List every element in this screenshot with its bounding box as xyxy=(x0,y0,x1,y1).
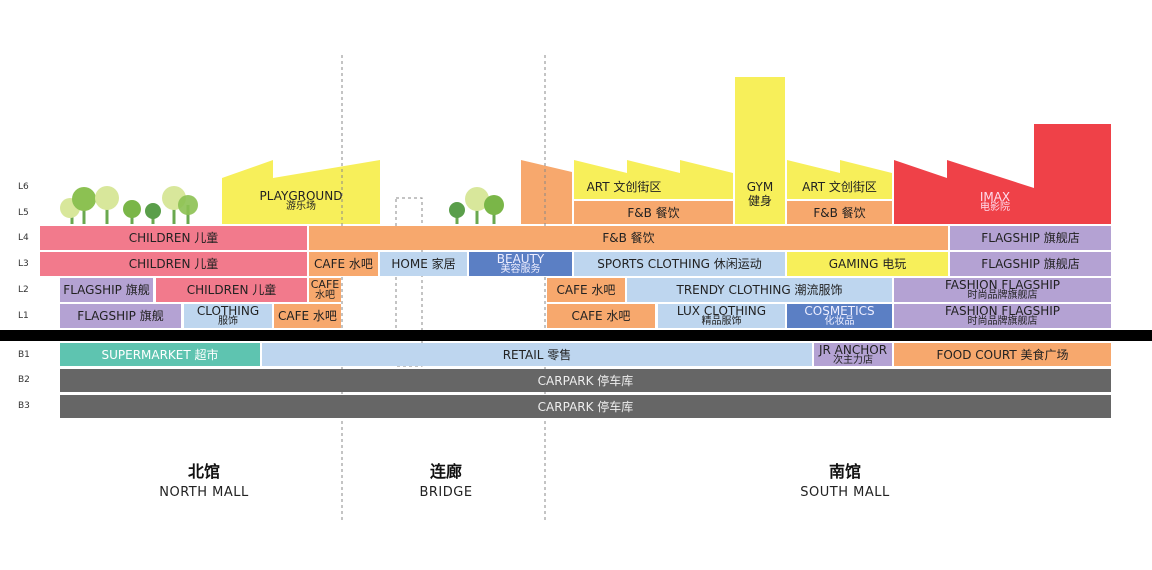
fb-block: F&B 餐饮 xyxy=(574,201,733,224)
l3-children: CHILDREN 儿童 xyxy=(40,252,307,276)
b2-carpark: CARPARK 停车库 xyxy=(60,369,1111,392)
l4-children: CHILDREN 儿童 xyxy=(40,226,307,250)
level-label: L4 xyxy=(18,233,29,243)
trees xyxy=(60,186,504,224)
level-label: L1 xyxy=(18,311,29,321)
b1-supermarket: SUPERMARKET 超市 xyxy=(60,343,260,366)
playground-shape xyxy=(222,160,380,224)
fb-tower-shape xyxy=(521,160,572,224)
imax-shape xyxy=(894,124,1111,224)
l3-home: HOME 家居 xyxy=(380,252,467,276)
level-label: B1 xyxy=(18,350,30,360)
art-label: ART 文创街区 xyxy=(586,180,662,194)
l4-fb: F&B 餐饮 xyxy=(309,226,948,250)
level-label: L5 xyxy=(18,208,29,218)
l2-cafe-south: CAFE 水吧 xyxy=(547,278,625,302)
art-shape-2 xyxy=(787,160,892,199)
level-label: L2 xyxy=(18,285,29,295)
l4-flagship: FLAGSHIP 旗舰店 xyxy=(950,226,1111,250)
l1-cafe-south: CAFE 水吧 xyxy=(547,304,655,328)
level-label: B2 xyxy=(18,375,30,385)
fb-block: F&B 餐饮 xyxy=(787,201,892,224)
l3-sports: SPORTS CLOTHING 休闲运动 xyxy=(574,252,785,276)
art-shape-1 xyxy=(574,160,733,199)
bridge-dashed-box xyxy=(395,197,423,367)
l3-cafe: CAFE 水吧 xyxy=(309,252,378,276)
ground-line xyxy=(0,330,1152,341)
b1-retail: RETAIL 零售 xyxy=(262,343,812,366)
l2-children: CHILDREN 儿童 xyxy=(156,278,307,302)
l1-flagship: FLAGSHIP 旗舰 xyxy=(60,304,181,328)
b1-food-court: FOOD COURT 美食广场 xyxy=(894,343,1111,366)
l2-trendy: TRENDY CLOTHING 潮流服饰 xyxy=(627,278,892,302)
level-label: L6 xyxy=(18,182,29,192)
gym-shape xyxy=(735,77,785,224)
level-label: L3 xyxy=(18,259,29,269)
l1-cafe-north: CAFE 水吧 xyxy=(274,304,341,328)
l3-flagship: FLAGSHIP 旗舰店 xyxy=(950,252,1111,276)
b3-carpark: CARPARK 停车库 xyxy=(60,395,1111,418)
l3-gaming: GAMING 电玩 xyxy=(787,252,948,276)
level-label: B3 xyxy=(18,401,30,411)
art-label: ART 文创街区 xyxy=(802,180,877,194)
l2-flagship: FLAGSHIP 旗舰 xyxy=(60,278,153,302)
